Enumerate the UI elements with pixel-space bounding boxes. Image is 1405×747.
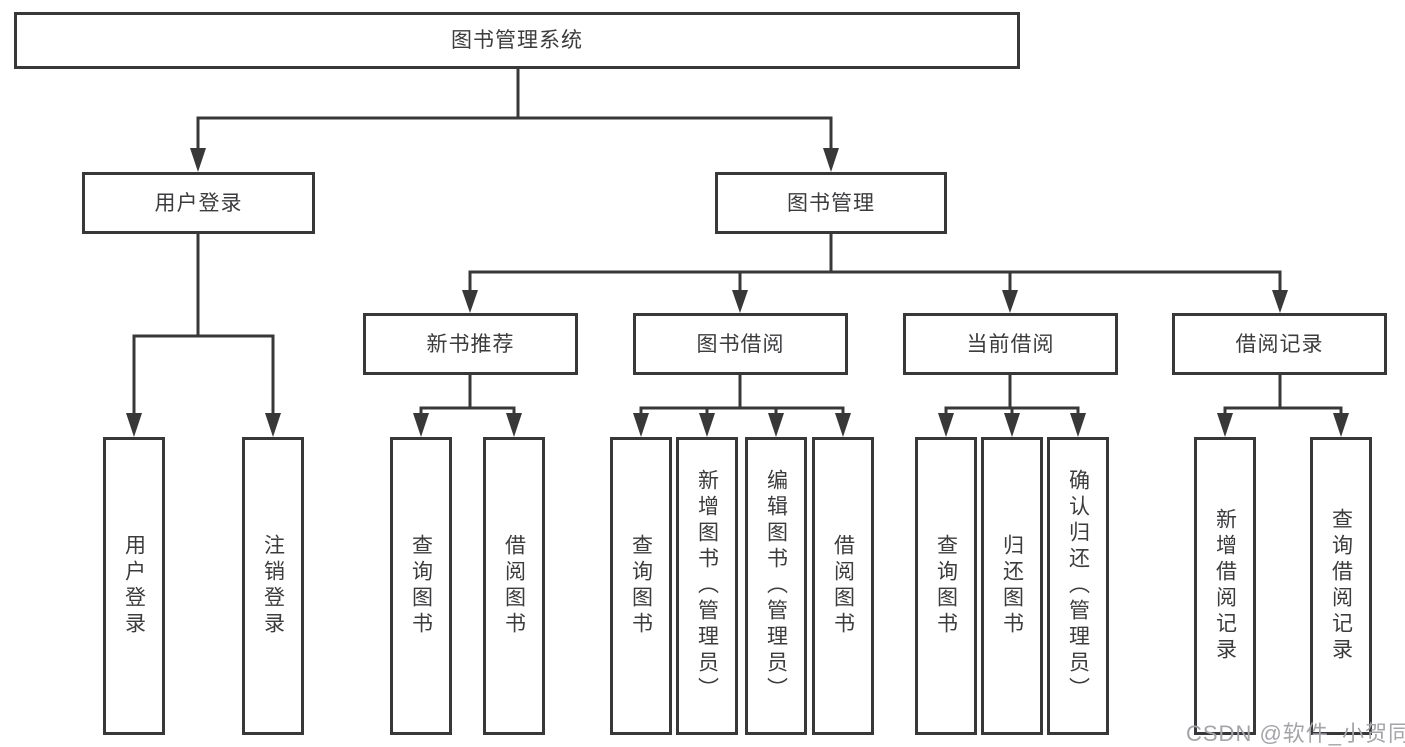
arrowhead-icon xyxy=(190,148,206,172)
leaf-return-book: 归还图书 xyxy=(981,437,1043,735)
leaf-add-book-admin: 新增图书（管理员） xyxy=(676,437,738,735)
leaf-add-borrow-record: 新增借阅记录 xyxy=(1194,437,1256,735)
node-label: 图书借阅 xyxy=(696,332,785,356)
arrowhead-icon xyxy=(938,413,954,437)
node-label: 新书推荐 xyxy=(426,332,515,356)
leaf-query-borrow-record: 查询借阅记录 xyxy=(1310,437,1372,735)
node-label: 新增图书（管理员） xyxy=(695,469,719,703)
node-label: 确认归还（管理员） xyxy=(1066,469,1090,703)
csdn-watermark: CSDN @软件_小贺同学 xyxy=(1186,721,1405,746)
leaf-edit-book-admin: 编辑图书（管理员） xyxy=(745,437,807,735)
connector-userlogin-to-leaves xyxy=(126,232,281,437)
leaf-user-login: 用户登录 xyxy=(103,437,165,735)
connector-currentborrow-to-leaves xyxy=(938,373,1086,437)
arrowhead-icon xyxy=(1272,290,1288,313)
node-book-management-module: 图书管理 xyxy=(715,172,947,234)
leaf-query-books-1: 查询图书 xyxy=(390,437,452,735)
arrowhead-icon xyxy=(126,413,142,437)
node-label: 编辑图书（管理员） xyxy=(764,469,788,703)
arrowhead-icon xyxy=(633,413,649,437)
node-borrowing-records: 借阅记录 xyxy=(1172,313,1387,375)
node-new-book-recommend: 新书推荐 xyxy=(363,313,578,375)
node-label: 查询图书 xyxy=(409,534,433,638)
node-label: 查询图书 xyxy=(629,534,653,638)
node-label: 借阅记录 xyxy=(1235,332,1324,356)
arrowhead-icon xyxy=(768,413,784,437)
arrowhead-icon xyxy=(1333,413,1349,437)
arrowhead-icon xyxy=(1004,413,1020,437)
arrowhead-icon xyxy=(835,413,851,437)
arrowhead-icon xyxy=(462,290,478,313)
connector-bookmgmt-to-level2 xyxy=(462,232,1288,313)
node-label: 新增借阅记录 xyxy=(1213,508,1237,664)
node-root-system: 图书管理系统 xyxy=(14,12,1020,69)
leaf-confirm-return-admin: 确认归还（管理员） xyxy=(1047,437,1109,735)
arrowhead-icon xyxy=(506,413,522,437)
node-label: 当前借阅 xyxy=(966,332,1055,356)
arrowhead-icon xyxy=(413,413,429,437)
arrowhead-icon xyxy=(1070,413,1086,437)
arrowhead-icon xyxy=(732,290,748,313)
leaf-query-books-2: 查询图书 xyxy=(610,437,672,735)
arrowhead-icon xyxy=(699,413,715,437)
connector-records-to-leaves xyxy=(1217,373,1349,437)
leaf-borrow-books-2: 借阅图书 xyxy=(812,437,874,735)
leaf-logout: 注销登录 xyxy=(242,437,304,735)
node-label: 图书管理系统 xyxy=(451,29,583,52)
arrowhead-icon xyxy=(1217,413,1233,437)
leaf-borrow-books-1: 借阅图书 xyxy=(483,437,545,735)
node-label: 图书管理 xyxy=(787,191,875,215)
node-user-login-module: 用户登录 xyxy=(82,172,315,234)
node-label: 用户登录 xyxy=(122,534,146,638)
connector-newbook-to-leaves xyxy=(413,373,522,437)
node-label: 查询图书 xyxy=(934,534,958,638)
node-label: 归还图书 xyxy=(1000,534,1024,638)
node-label: 借阅图书 xyxy=(831,534,855,638)
node-label: 注销登录 xyxy=(261,534,285,638)
arrowhead-icon xyxy=(265,413,281,437)
node-book-borrowing: 图书借阅 xyxy=(633,313,848,375)
leaf-query-books-3: 查询图书 xyxy=(915,437,977,735)
connector-bookborrow-to-leaves xyxy=(633,373,851,437)
node-label: 查询借阅记录 xyxy=(1329,508,1353,664)
connector-root-to-level1 xyxy=(190,67,839,172)
arrowhead-icon xyxy=(823,148,839,172)
node-label: 用户登录 xyxy=(154,191,243,215)
node-current-borrowing: 当前借阅 xyxy=(903,313,1118,375)
arrowhead-icon xyxy=(1002,290,1018,313)
node-label: 借阅图书 xyxy=(502,534,526,638)
